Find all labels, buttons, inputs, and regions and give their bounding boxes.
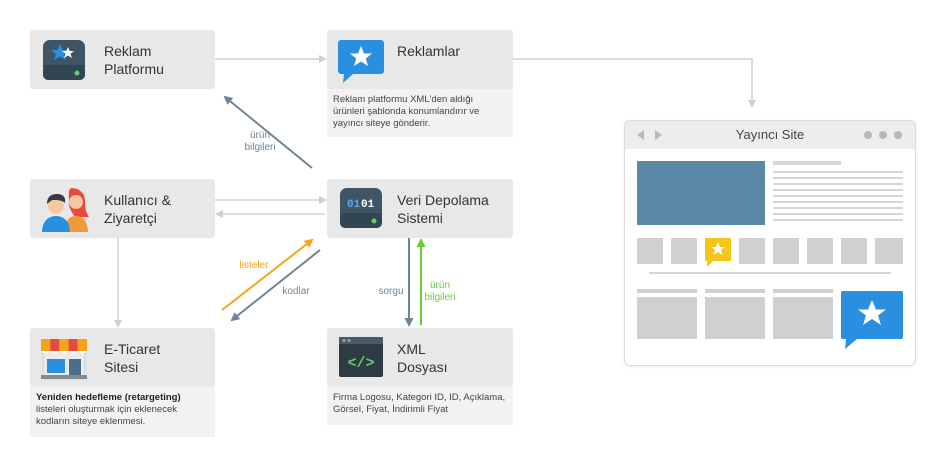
storage-icon-digits-b: 01 bbox=[361, 199, 375, 211]
publisher-hero-image bbox=[637, 161, 765, 225]
node-user-label-2: Ziyaretçi bbox=[104, 210, 157, 226]
publisher-large-ad-icon bbox=[841, 291, 903, 349]
edge-label-product-info-right: ürün bilgileri bbox=[421, 280, 459, 304]
node-storage: 01 01 Veri Depolama Sistemi bbox=[327, 179, 513, 238]
node-user-label-1: Kullanıcı & bbox=[104, 192, 171, 208]
publisher-site-title: Yayıncı Site bbox=[735, 127, 805, 142]
publisher-bottom-blocks bbox=[637, 289, 833, 339]
edge-label-lists: listeler bbox=[239, 260, 269, 271]
node-storage-label-1: Veri Depolama bbox=[397, 192, 489, 208]
publisher-window-dots-icon bbox=[864, 131, 902, 139]
node-ecommerce-label-2: Sitesi bbox=[104, 359, 139, 375]
edge-label-product-info-up-2: bilgileri bbox=[244, 142, 276, 153]
xml-icon-code-text: </> bbox=[347, 355, 374, 372]
publisher-thumbnail-row bbox=[637, 238, 903, 264]
node-ads-description: Reklam platformu XML'den aldığı ürünleri… bbox=[327, 89, 513, 137]
node-ad-platform: Reklam Platformu bbox=[30, 30, 215, 89]
database-server-icon: 01 01 bbox=[337, 186, 385, 235]
publisher-nav-arrows-icon bbox=[637, 130, 662, 140]
node-ad-platform-label-1: Reklam bbox=[104, 43, 152, 59]
storage-icon-digits-a: 01 bbox=[347, 199, 361, 211]
edge-label-query: sorgu bbox=[378, 286, 404, 297]
node-ecommerce: E-Ticaret Sitesi bbox=[30, 328, 215, 387]
node-user: Kullanıcı & Ziyaretçi bbox=[30, 179, 215, 238]
node-storage-label-2: Sistemi bbox=[397, 210, 443, 226]
edge-ads-publisher bbox=[513, 58, 756, 108]
edge-label-product-info-right-1: ürün bbox=[429, 280, 450, 291]
node-xml-label-1: XML bbox=[397, 341, 426, 357]
edge-label-product-info-up-1: ürün bbox=[249, 130, 270, 141]
edge-label-product-info-right-2: bilgileri bbox=[424, 292, 456, 303]
node-ecommerce-description-text: listeleri oluşturmak için eklenecek kodl… bbox=[36, 404, 177, 427]
node-ecommerce-label-1: E-Ticaret bbox=[104, 341, 161, 357]
node-ecommerce-description: Yeniden hedefleme (retargeting) listeler… bbox=[30, 387, 215, 437]
node-ecommerce-description-bold: Yeniden hedefleme (retargeting) bbox=[36, 392, 181, 403]
edge-label-codes: kodlar bbox=[282, 286, 310, 297]
server-star-icon bbox=[40, 38, 88, 87]
edge-label-product-info-up: ürün bilgileri bbox=[240, 130, 280, 154]
node-xml-description: Firma Logosu, Kategori ID, ID, Açıklama,… bbox=[327, 387, 513, 425]
code-icon: </> bbox=[337, 335, 385, 384]
edge-codes bbox=[230, 249, 321, 322]
node-ads: Reklamlar bbox=[327, 30, 513, 89]
shop-icon bbox=[38, 335, 90, 386]
publisher-text-lines bbox=[773, 161, 903, 221]
publisher-page-content bbox=[637, 161, 903, 349]
node-ads-label: Reklamlar bbox=[397, 43, 461, 59]
publisher-divider bbox=[649, 272, 891, 274]
edge-storage-platform bbox=[223, 95, 313, 169]
node-xml: </> XML Dosyası bbox=[327, 328, 513, 387]
publisher-site-window: Yayıncı Site bbox=[624, 120, 916, 366]
node-xml-label-2: Dosyası bbox=[397, 359, 448, 375]
edge-lists bbox=[221, 238, 314, 311]
users-icon bbox=[38, 186, 94, 237]
publisher-small-ad-icon bbox=[705, 238, 731, 267]
node-ad-platform-label-2: Platformu bbox=[104, 61, 164, 77]
speech-star-icon bbox=[337, 38, 385, 89]
